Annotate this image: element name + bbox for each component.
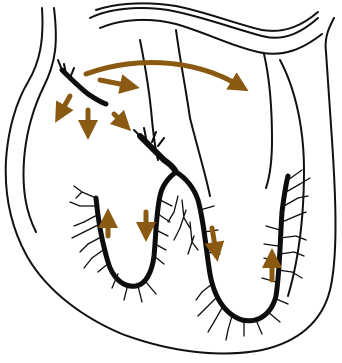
impulse-arrow-icon xyxy=(100,80,130,86)
right-ventricle-wall xyxy=(190,118,210,196)
atrium-inner-wall xyxy=(24,8,56,232)
left-ventricle-wall xyxy=(280,60,304,296)
impulse-arrow-icon xyxy=(60,96,70,114)
atrium-left-wall xyxy=(264,54,272,188)
aorta-inner xyxy=(100,20,322,54)
outer-wall-right xyxy=(326,18,334,140)
av-node-icon xyxy=(134,128,176,172)
impulse-arrow-icon xyxy=(114,114,124,124)
septum-line-2 xyxy=(176,30,190,118)
conduction-system xyxy=(58,60,310,340)
impulse-arrow-icon xyxy=(212,228,216,252)
